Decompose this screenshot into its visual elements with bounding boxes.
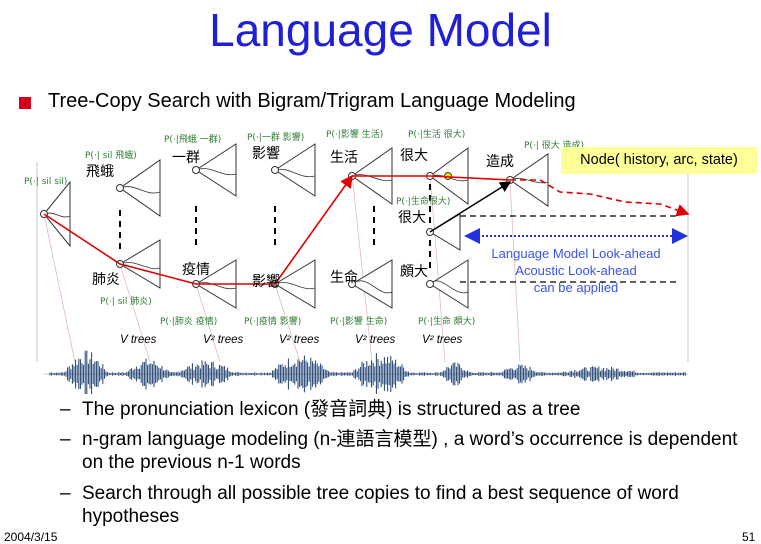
tree-count: V² trees: [422, 334, 463, 346]
prob-label: P(·| sil sil): [24, 177, 67, 187]
word-label: 很大: [398, 210, 426, 226]
word-label: 生命: [330, 269, 358, 286]
prob-label: P(·|一群 影響): [247, 131, 304, 143]
sub-bullet-text: Search through all possible tree copies …: [82, 483, 679, 527]
word-label: 影響: [252, 145, 280, 162]
sub-bullet-text: The pronunciation lexicon (發音詞典) is stru…: [82, 399, 581, 420]
speech-waveform: [49, 350, 686, 394]
prob-label: P(·| sil 飛蛾): [85, 149, 137, 161]
footer-date: 2004/3/15: [4, 530, 58, 544]
word-label: 頗大: [400, 264, 428, 280]
tree-count: V² trees: [355, 334, 396, 346]
word-label: 飛蛾: [86, 164, 114, 180]
prob-label: P(·|生命 頗大): [418, 315, 475, 327]
sub-bullet-text: n-gram language modeling (n-連語言模型) , a w…: [82, 429, 738, 473]
word-label: 生活: [330, 150, 358, 166]
bottom-word-labels: 肺炎 疫情 影響 生命 頗大: [92, 262, 428, 290]
lookahead-lines: [460, 215, 680, 283]
lookahead-line: can be applied: [533, 280, 619, 295]
alignment-lines: [43, 173, 521, 363]
prob-label: P(·|疫情 影響): [244, 315, 301, 327]
tree-count-labels: V trees V² trees V² trees V² trees V² tr…: [120, 334, 463, 346]
footer-page-number: 51: [742, 530, 756, 544]
competing-path: [429, 181, 512, 233]
bottom-prob-labels: P(·| sil 肺炎) P(·|肺炎 疫情) P(·|疫情 影響) P(·|影…: [100, 296, 475, 327]
node-legend-box: Node( history, arc, state): [561, 147, 757, 174]
prob-label: P(·|生活 很大): [408, 128, 465, 140]
top-prob-labels: P(·| sil sil) P(·| sil 飛蛾) P(·|飛蛾 一群) P(…: [24, 128, 584, 207]
top-tree-row: [43, 143, 549, 309]
dash: –: [60, 399, 71, 420]
lookahead-line: Acoustic Look-ahead: [515, 263, 637, 278]
top-word-labels: 飛蛾 一群 影響 生活 很大 造成 很大: [86, 145, 514, 226]
lookahead-line: Language Model Look-ahead: [491, 246, 661, 261]
prob-label: P(·|影響 生活): [326, 128, 383, 140]
tree-copy-search-diagram: P(·| sil sil) P(·| sil 飛蛾) P(·|飛蛾 一群) P(…: [24, 128, 690, 394]
word-label: 很大: [400, 148, 428, 164]
prob-label: P(·|影響 生命): [330, 315, 387, 327]
prob-label: P(·|生命很大): [396, 195, 450, 207]
tree-count: V trees: [120, 334, 157, 346]
prob-label: P(·|肺炎 疫情): [160, 315, 217, 327]
word-label: 一群: [172, 150, 200, 166]
word-label: 造成: [486, 154, 514, 170]
copy-separators: [119, 184, 431, 272]
prob-label: P(·|飛蛾 一群): [164, 133, 221, 145]
lookahead-note: Language Model Look-ahead Acoustic Look-…: [466, 245, 686, 296]
word-label: 疫情: [182, 262, 210, 278]
dash: –: [60, 483, 71, 504]
separator-lines: [36, 162, 689, 362]
main-bullet-text: Tree-Copy Search with Bigram/Trigram Lan…: [48, 90, 576, 112]
word-label: 影響: [252, 273, 280, 290]
tree-count: V² trees: [203, 334, 244, 346]
prob-label: P(·| sil 肺炎): [100, 296, 152, 307]
bullet-square-icon: [19, 97, 31, 109]
word-label: 肺炎: [92, 272, 120, 288]
dash: –: [60, 429, 71, 450]
slide-title: Language Model: [209, 4, 552, 56]
tree-count: V² trees: [279, 334, 320, 346]
future-path: [510, 179, 690, 217]
best-path: [43, 174, 511, 285]
